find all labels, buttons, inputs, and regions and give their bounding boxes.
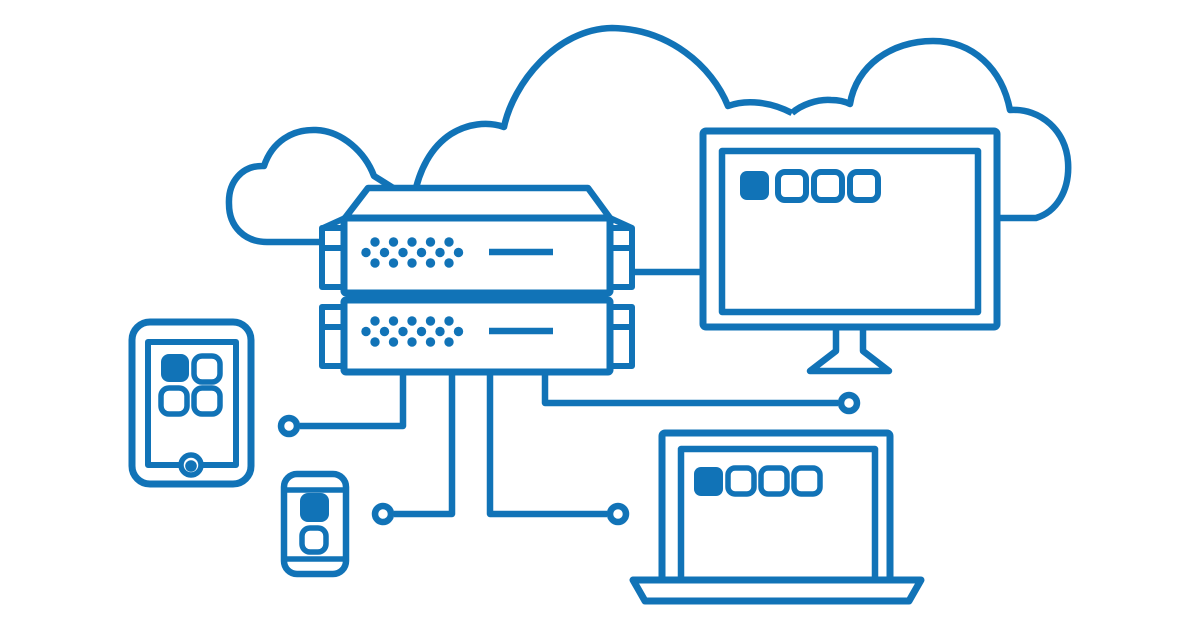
connector-lines-group bbox=[300, 268, 838, 518]
connector-nodes-group bbox=[277, 391, 861, 526]
desktop-monitor bbox=[699, 127, 1001, 375]
connector-server-to-lower-left-node bbox=[394, 372, 456, 518]
window-square-filled bbox=[694, 467, 723, 496]
home-button-dot bbox=[185, 460, 197, 472]
vent-dots-unit-1 bbox=[361, 237, 464, 268]
monitor-screen bbox=[718, 147, 982, 316]
phone-body bbox=[280, 470, 350, 578]
server-unit-1 bbox=[340, 214, 614, 297]
app-tile bbox=[158, 385, 190, 417]
app-tile bbox=[191, 353, 223, 385]
connector-node bbox=[837, 391, 861, 415]
tablet bbox=[128, 318, 255, 488]
app-tile-filled bbox=[161, 354, 189, 382]
tablet-app-tiles bbox=[158, 353, 223, 417]
laptop-lid bbox=[658, 429, 894, 585]
server-top-face bbox=[341, 184, 614, 222]
window-square bbox=[847, 169, 881, 203]
window-square bbox=[758, 465, 790, 497]
app-tile-filled bbox=[300, 493, 329, 522]
connector-node bbox=[606, 502, 630, 526]
window-square bbox=[775, 169, 809, 203]
cloud-right bbox=[789, 37, 1072, 222]
laptop-window-squares bbox=[694, 465, 823, 497]
window-square-filled bbox=[740, 171, 769, 200]
smartphone bbox=[280, 470, 350, 578]
monitor-stand bbox=[806, 322, 893, 375]
connector-server-to-right-node bbox=[541, 372, 838, 407]
vent-dots-unit-2 bbox=[361, 316, 464, 347]
app-tile bbox=[191, 385, 223, 417]
app-tile bbox=[299, 525, 329, 555]
connector-server-to-left-node bbox=[300, 372, 407, 430]
window-square bbox=[791, 465, 823, 497]
monitor-window-squares bbox=[740, 169, 881, 203]
server-rack bbox=[319, 184, 635, 376]
cloud-center bbox=[410, 24, 794, 198]
clouds-group bbox=[225, 24, 1072, 246]
cloud-left bbox=[225, 126, 400, 246]
connector-node bbox=[277, 414, 301, 438]
connector-server-to-lower-right-node bbox=[486, 372, 607, 518]
monitor-bezel bbox=[699, 127, 1001, 331]
laptop-base bbox=[629, 576, 925, 605]
connector-node bbox=[371, 502, 395, 526]
window-square bbox=[725, 465, 757, 497]
laptop bbox=[629, 429, 925, 605]
window-square bbox=[811, 169, 845, 203]
